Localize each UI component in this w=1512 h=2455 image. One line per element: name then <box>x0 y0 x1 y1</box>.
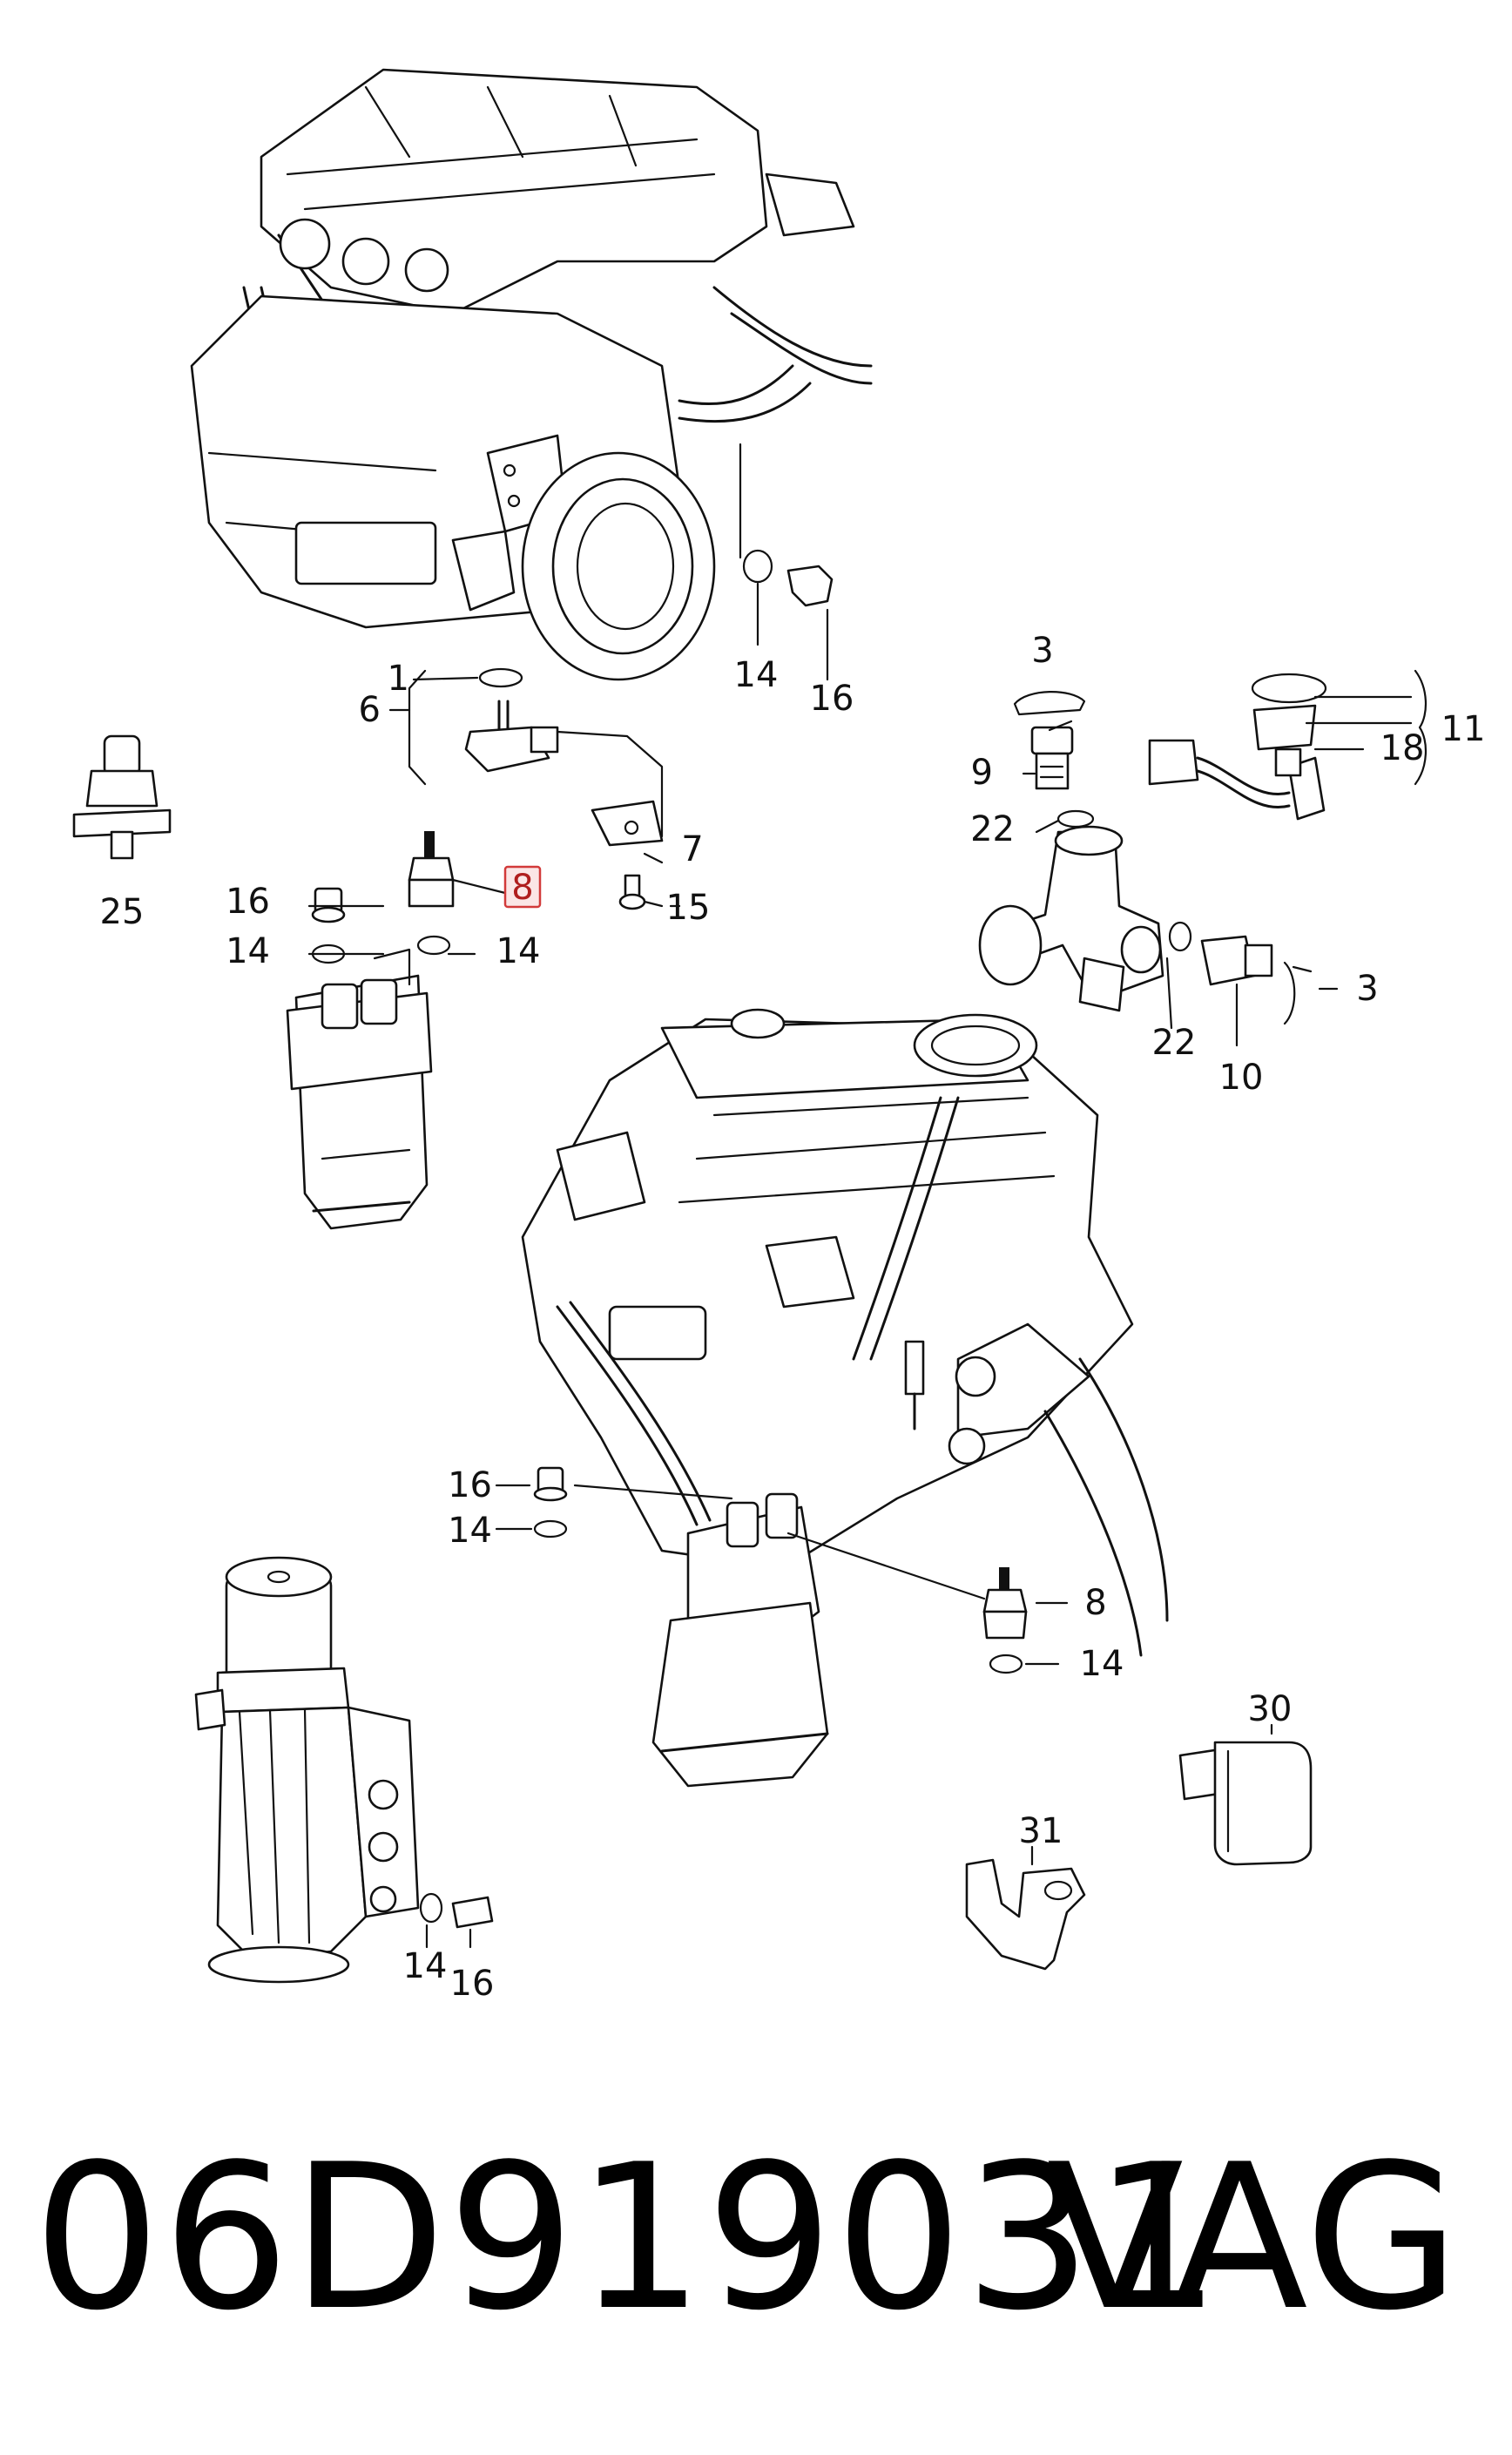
sensor-6 <box>464 700 559 773</box>
callout-11: 11 <box>1441 709 1486 749</box>
clip-3-top <box>1013 691 1086 716</box>
callout-10: 10 <box>1219 1058 1264 1098</box>
callout-14-top: 14 <box>734 655 779 695</box>
sensor-harness-11 <box>1148 673 1327 821</box>
part-number: 06D919031 <box>33 2122 1223 2355</box>
o-ring <box>478 667 523 688</box>
callout-14-lower: 14 <box>448 1511 492 1551</box>
callout-3-right: 3 <box>1356 969 1378 1009</box>
plug-16-bottom <box>451 1896 494 1929</box>
bracket-7 <box>556 730 664 847</box>
connector-30 <box>1178 1741 1313 1866</box>
callout-6: 6 <box>359 690 381 730</box>
sensor-10 <box>1200 935 1273 986</box>
clip-3-right <box>1283 961 1313 1025</box>
callout-16-top: 16 <box>810 679 854 719</box>
brand-name: VAG <box>1046 2122 1460 2355</box>
callout-8-highlight <box>503 865 542 909</box>
callout-14-lower-right: 14 <box>1080 1644 1124 1684</box>
callout-8-lower: 8 <box>1084 1583 1106 1623</box>
screw-plug <box>786 565 834 607</box>
oil-filter-housing-lower <box>194 1556 420 1984</box>
valve-25 <box>72 734 172 860</box>
callout-31: 31 <box>1019 1811 1063 1851</box>
callout-7: 7 <box>681 829 703 869</box>
callout-18: 18 <box>1380 728 1425 768</box>
callout-25: 25 <box>100 892 145 932</box>
callout-22-right: 22 <box>1152 1023 1197 1063</box>
callout-16-lower: 16 <box>448 1465 492 1505</box>
lower-engine-illustration <box>521 1008 1169 1788</box>
callout-3-top: 3 <box>1031 631 1053 671</box>
upper-engine-illustration <box>190 68 873 681</box>
bolt-15 <box>618 874 646 910</box>
callout-16-left: 16 <box>226 882 270 922</box>
sensor-9 <box>1030 726 1074 790</box>
callout-15: 15 <box>666 888 711 928</box>
oil-filter-housing-upper <box>286 948 433 1230</box>
callout-16-bottom: 16 <box>450 1964 495 2004</box>
oil-pressure-switch-lower <box>982 1567 1028 1640</box>
callout-14-mid: 14 <box>496 931 541 971</box>
callout-14-bottom: 14 <box>403 1946 448 1986</box>
callout-8-upper: 8 <box>511 868 533 908</box>
bracket-31 <box>965 1858 1086 1971</box>
callout-1: 1 <box>388 659 409 699</box>
callout-14-left: 14 <box>226 931 270 971</box>
footer: 06D919031 VAG <box>0 2108 1512 2370</box>
oil-pressure-switch-upper <box>408 831 455 908</box>
coolant-flange <box>978 825 1164 1012</box>
callout-30: 30 <box>1248 1689 1293 1729</box>
callout-22-top: 22 <box>970 809 1015 849</box>
plug-16-lower <box>533 1466 568 1502</box>
callout-9: 9 <box>971 753 993 793</box>
washer <box>742 549 773 584</box>
